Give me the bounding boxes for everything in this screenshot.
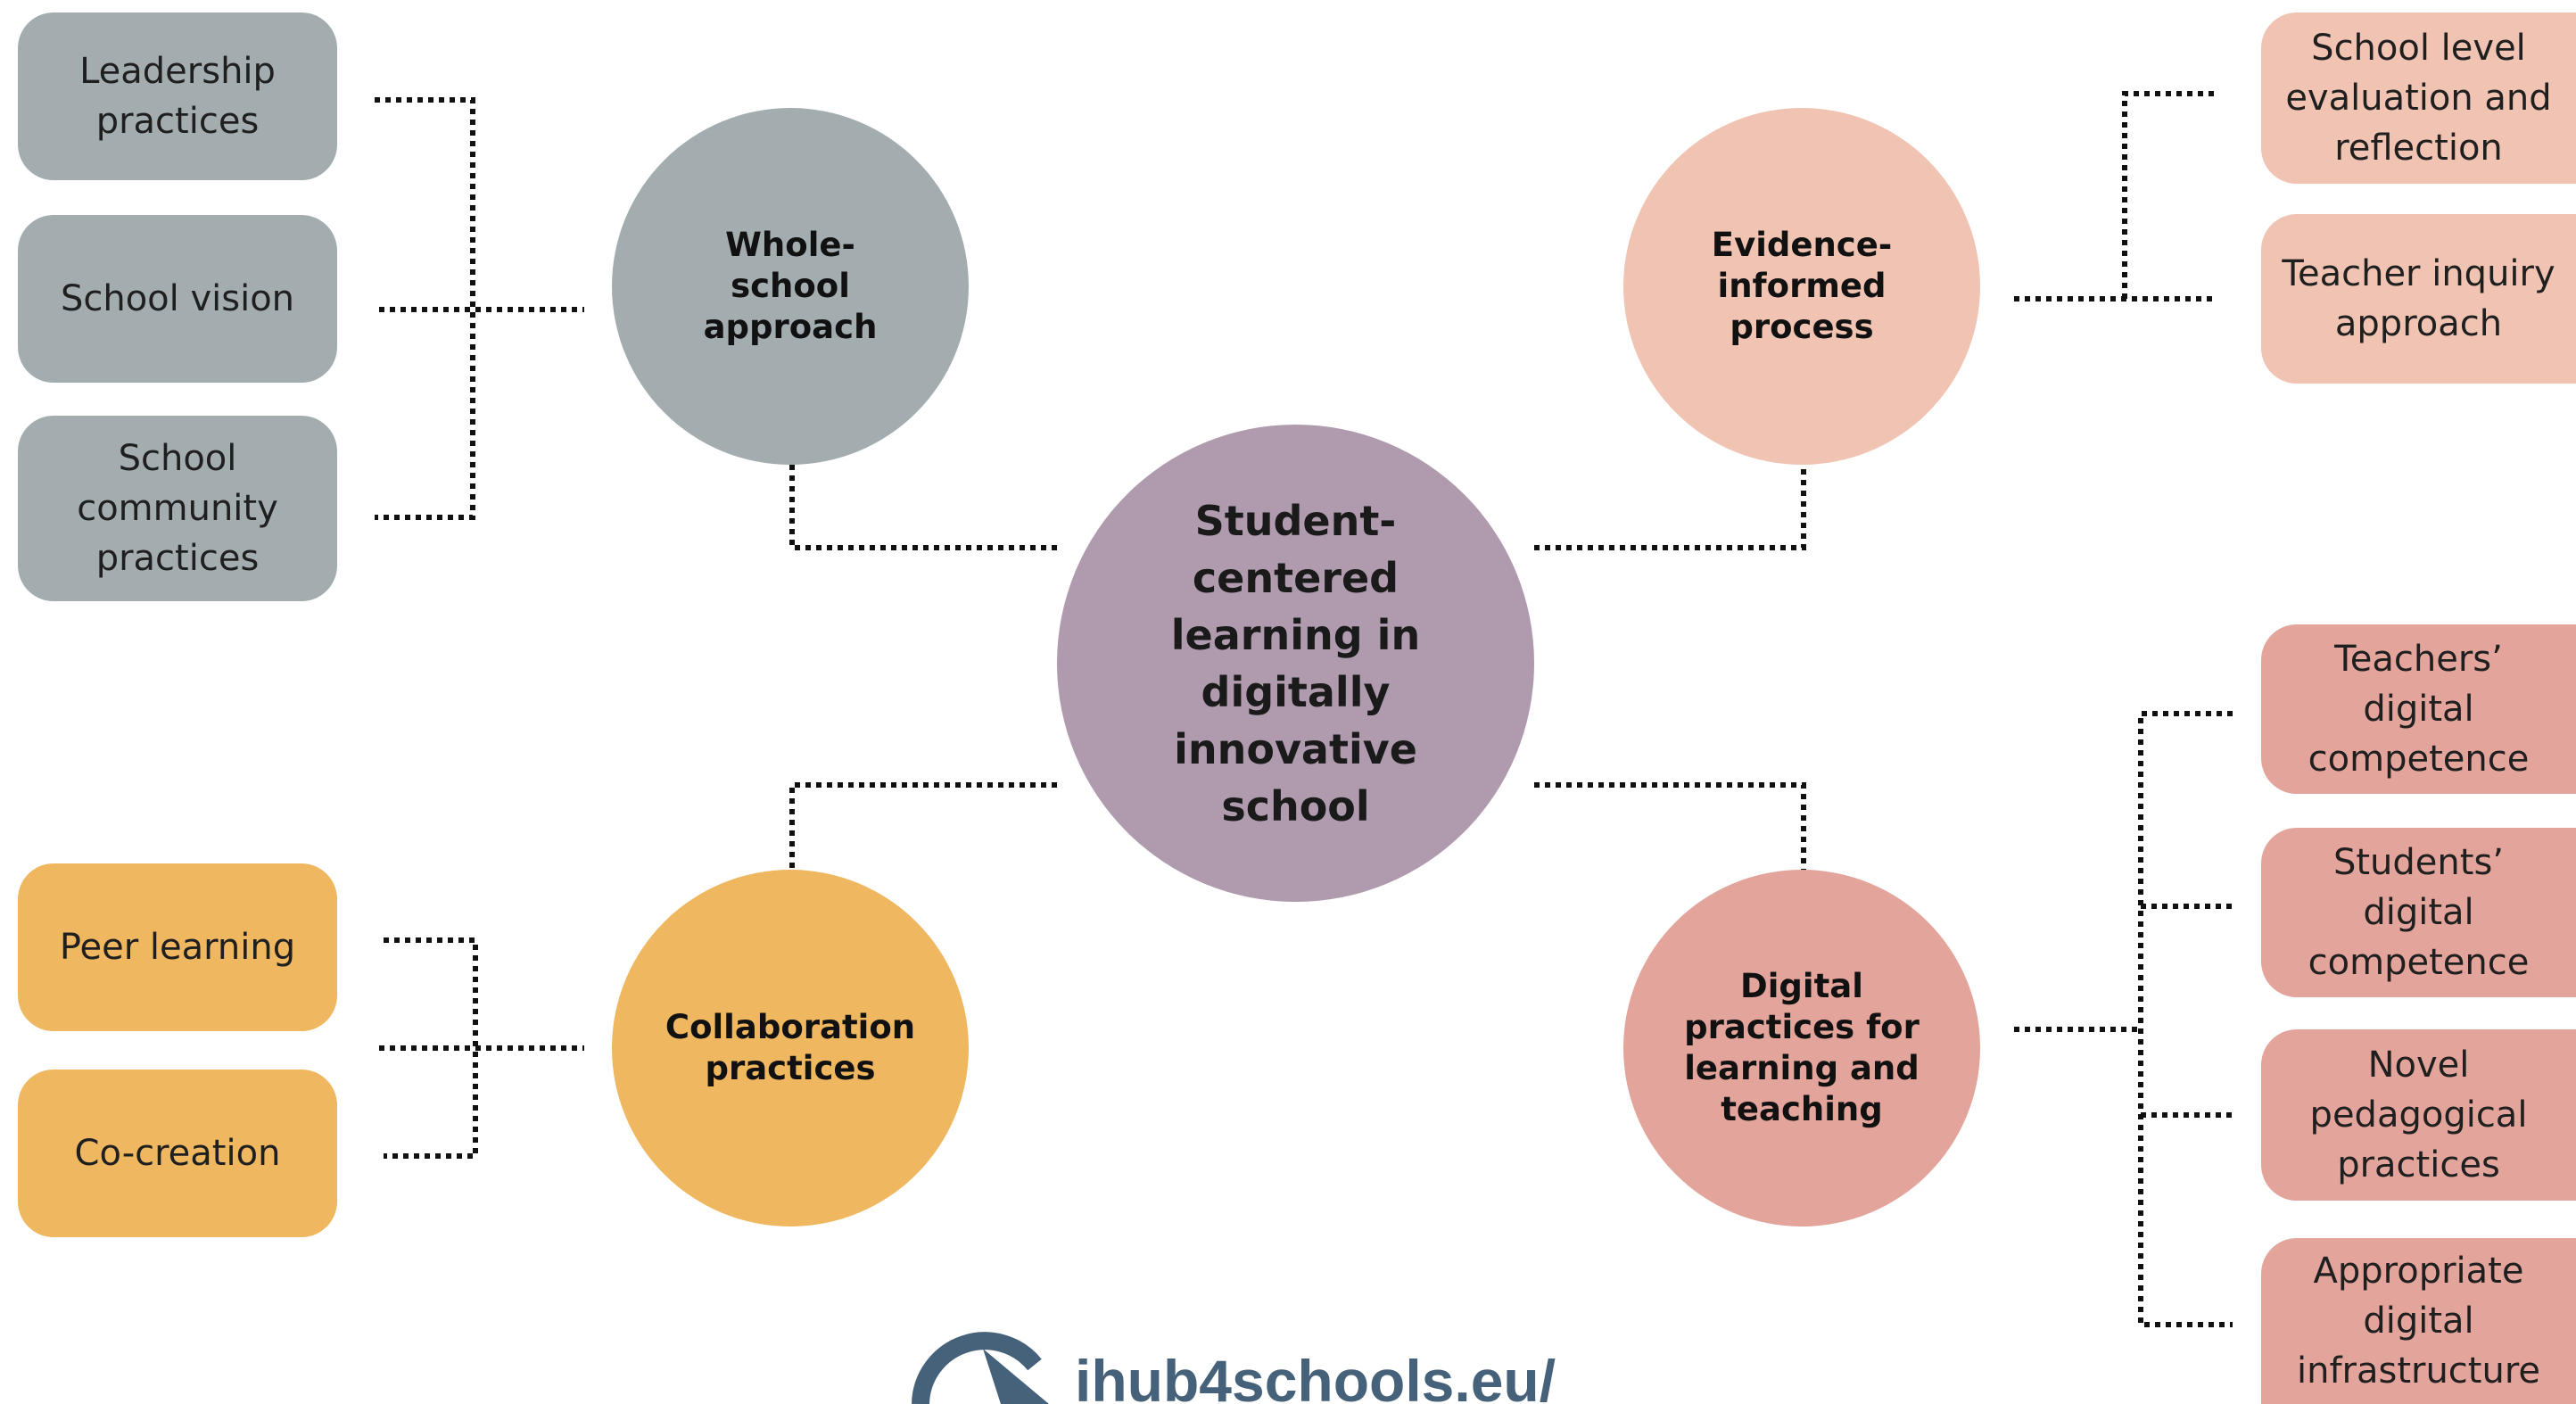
leaf-school-community-practices-label: School community practices (77, 438, 278, 579)
leaf-peer-learning: Peer learning (18, 863, 337, 1031)
connector-bracket-collaboration (384, 937, 478, 1159)
leaf-novel-pedagogical-practices-label: Novel pedagogical practices (2309, 1045, 2528, 1185)
connector-bracket-evidence (2122, 91, 2214, 299)
connector-center-collaboration (789, 782, 1057, 928)
leaf-teachers-digital-competence-label: Teachers’ digital competence (2308, 639, 2530, 780)
leaf-appropriate-digital-infrastructure: Appropriate digital infrastructure (2261, 1238, 2576, 1404)
ihub4schools-logo[interactable]: ihub4schools.eu/ (901, 1320, 1579, 1404)
leaf-teacher-inquiry-approach: Teacher inquiry approach (2261, 214, 2576, 384)
leaf-peer-learning-label: Peer learning (59, 927, 296, 968)
leaf-co-creation: Co-creation (18, 1070, 337, 1237)
hub-collaboration: Collaboration practices (612, 870, 969, 1226)
leaf-teachers-digital-competence: Teachers’ digital competence (2261, 624, 2576, 794)
center-label: Student-centered learning in digitally i… (1170, 496, 1421, 830)
leaf-teacher-inquiry-approach-label: Teacher inquiry approach (2282, 253, 2555, 344)
leaf-appropriate-digital-infrastructure-label: Appropriate digital infrastructure (2296, 1251, 2541, 1392)
logo-url-text: ihub4schools.eu/ (1075, 1348, 1556, 1404)
connector-bracket-digital (2138, 711, 2233, 1327)
leaf-school-level-evaluation: School level evaluation and reflection (2261, 12, 2576, 184)
logo-mark-icon (912, 1332, 1049, 1404)
hub-whole-school-label: Whole- school approach (703, 226, 878, 346)
leaf-school-community-practices: School community practices (18, 416, 337, 601)
hub-digital-practices-label: Digital practices for learning and teach… (1684, 967, 1920, 1128)
leaf-school-vision-label: School vision (60, 278, 295, 319)
leaf-co-creation-label: Co-creation (74, 1133, 281, 1174)
hub-collaboration-label: Collaboration practices (665, 1008, 916, 1087)
hub-evidence-informed: Evidence- informed process (1623, 108, 1980, 465)
leaf-leadership-practices-label: Leadership practices (79, 51, 276, 142)
center-node: Student-centered learning in digitally i… (1057, 425, 1534, 902)
leaf-school-vision: School vision (18, 215, 337, 383)
hub-whole-school: Whole- school approach (612, 108, 969, 465)
hub-evidence-informed-label: Evidence- informed process (1711, 226, 1893, 346)
leaf-students-digital-competence-label: Students’ digital competence (2308, 842, 2530, 983)
leaf-students-digital-competence: Students’ digital competence (2261, 828, 2576, 997)
hub-digital-practices: Digital practices for learning and teach… (1623, 870, 1980, 1226)
leaf-leadership-practices: Leadership practices (18, 12, 337, 180)
connector-center-whole-school (789, 401, 1057, 550)
leaf-novel-pedagogical-practices: Novel pedagogical practices (2261, 1029, 2576, 1201)
leaf-school-level-evaluation-label: School level evaluation and reflection (2285, 28, 2552, 169)
